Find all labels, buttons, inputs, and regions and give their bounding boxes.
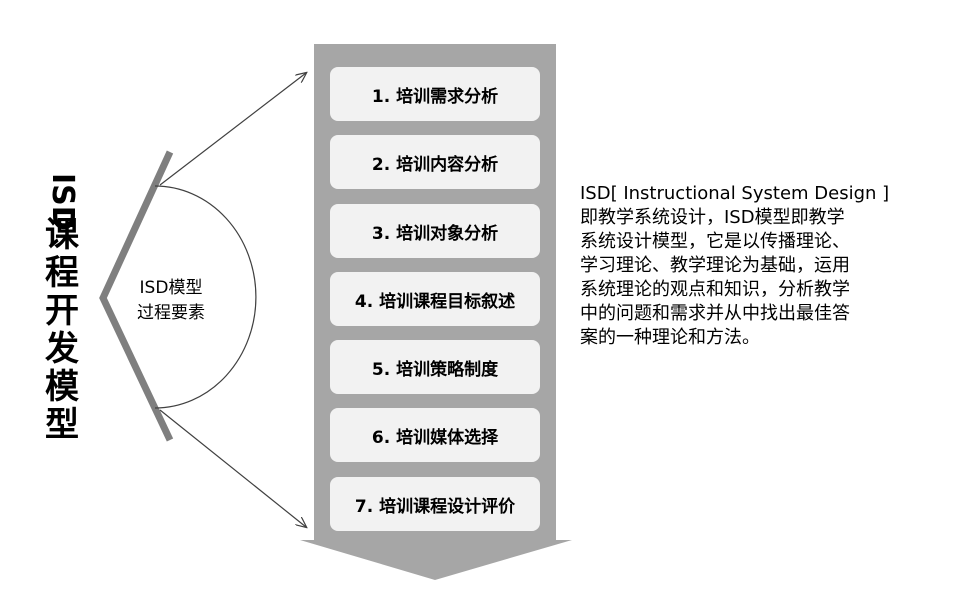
step-4-box: 4. 培训课程目标叙述 xyxy=(330,272,540,326)
arrow-to-first-step xyxy=(159,73,306,186)
arc-label-line: ISD模型 xyxy=(139,278,203,298)
description-line: 系统设计模型，它是以传播理论、 xyxy=(580,231,850,252)
step-2-box: 2. 培训内容分析 xyxy=(330,135,540,189)
half-circle-arc xyxy=(154,185,257,409)
vertical-title: ISD 课 程 开 发 模 型 xyxy=(38,173,86,445)
description-line: 案的一种理论和方法。 xyxy=(580,327,760,348)
vertical-title-char: 程 xyxy=(45,253,79,293)
step-3-box: 3. 培训对象分析 xyxy=(330,204,540,258)
description-line: 学习理论、教学理论为基础，运用 xyxy=(580,255,850,276)
step-5-box: 5. 培训策略制度 xyxy=(330,340,540,394)
arc-label: ISD模型 过程要素 xyxy=(118,276,224,326)
vertical-title-char: 开 xyxy=(45,291,79,331)
vertical-title-char: 型 xyxy=(45,405,79,445)
arc-label-line: 过程要素 xyxy=(137,303,205,323)
arrow-to-last-step xyxy=(159,409,306,527)
step-1-box: 1. 培训需求分析 xyxy=(330,67,540,121)
description-line: 系统理论的观点和知识，分析教学 xyxy=(580,279,850,300)
vertical-title-char: 课 xyxy=(45,215,79,255)
vertical-title-latin: ISD xyxy=(45,173,80,231)
description-line: ISD[ Instructional System Design ] xyxy=(580,183,890,204)
vertical-title-char: 模 xyxy=(45,367,79,407)
description-line: 即教学系统设计，ISD模型即教学 xyxy=(580,207,845,228)
chevron-bracket xyxy=(99,150,174,442)
description-text: ISD[ Instructional System Design ] 即教学系统… xyxy=(580,182,920,350)
step-7-box: 7. 培训课程设计评价 xyxy=(330,477,540,531)
description-line: 中的问题和需求并从中找出最佳答 xyxy=(580,303,850,324)
step-6-box: 6. 培训媒体选择 xyxy=(330,408,540,462)
vertical-title-char: 发 xyxy=(45,329,79,369)
